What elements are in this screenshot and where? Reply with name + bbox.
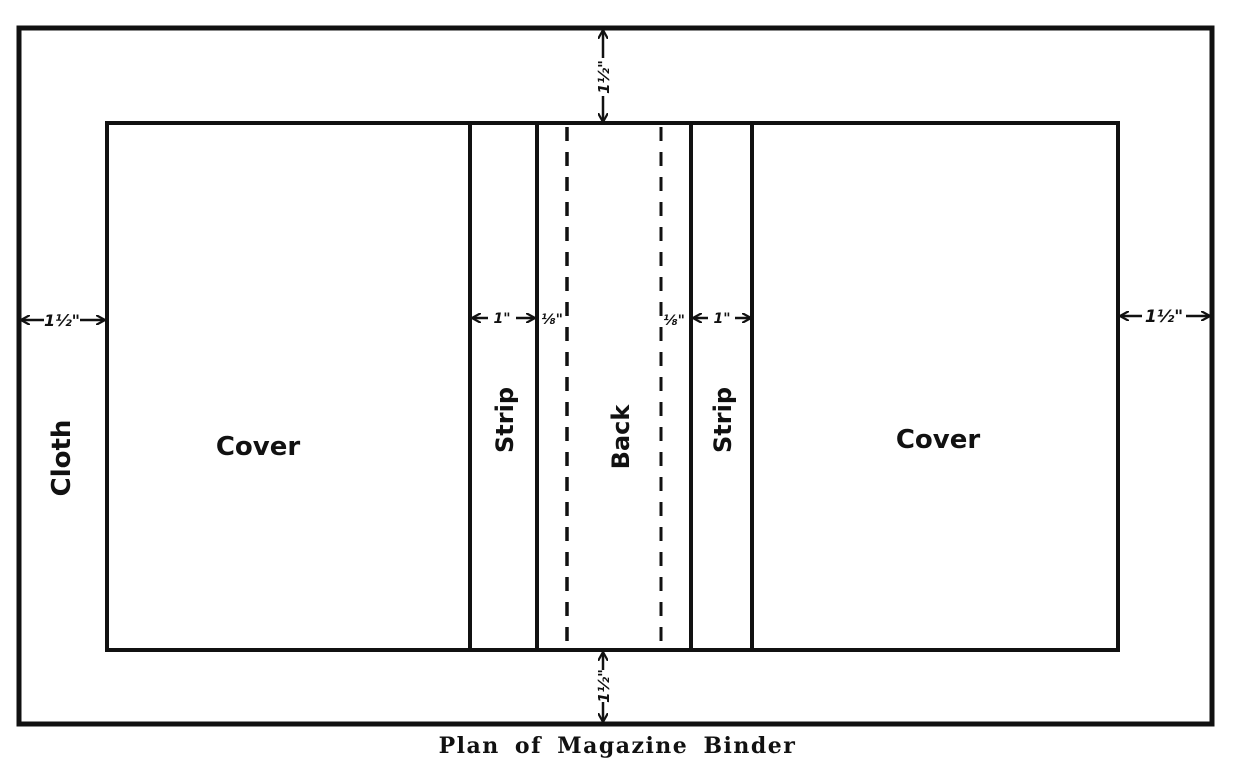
cloth-outline bbox=[16, 25, 1215, 727]
strip-right-dimension: 1" bbox=[694, 311, 750, 327]
right-margin-label: 1½" bbox=[1145, 307, 1183, 327]
bottom-margin-dimension: 1½" bbox=[595, 653, 613, 721]
strip-left-dimension: 1" bbox=[473, 311, 534, 327]
strip-right-label: Strip bbox=[709, 387, 737, 453]
left-margin-label: 1½" bbox=[44, 311, 80, 330]
strip-right-width-label: 1" bbox=[713, 311, 730, 327]
cover-right-label: Cover bbox=[896, 425, 981, 455]
cloth-label: Cloth bbox=[47, 420, 77, 497]
gap-right-label: ⅛" bbox=[663, 313, 685, 329]
strip-left-width-label: 1" bbox=[493, 311, 510, 327]
gap-left-label: ⅛" bbox=[541, 312, 563, 328]
top-margin-label: 1½" bbox=[595, 60, 613, 94]
strip-left-label: Strip bbox=[491, 387, 519, 453]
bottom-margin-label: 1½" bbox=[595, 669, 613, 703]
back-label: Back bbox=[607, 404, 635, 470]
cover-left-label: Cover bbox=[216, 432, 301, 462]
top-margin-dimension: 1½" bbox=[595, 31, 613, 121]
figure-caption: Plan of Magazine Binder bbox=[438, 733, 797, 759]
boards-outline bbox=[105, 121, 1120, 652]
left-margin-dimension: 1½" bbox=[22, 311, 104, 330]
right-margin-dimension: 1½" bbox=[1121, 307, 1209, 327]
